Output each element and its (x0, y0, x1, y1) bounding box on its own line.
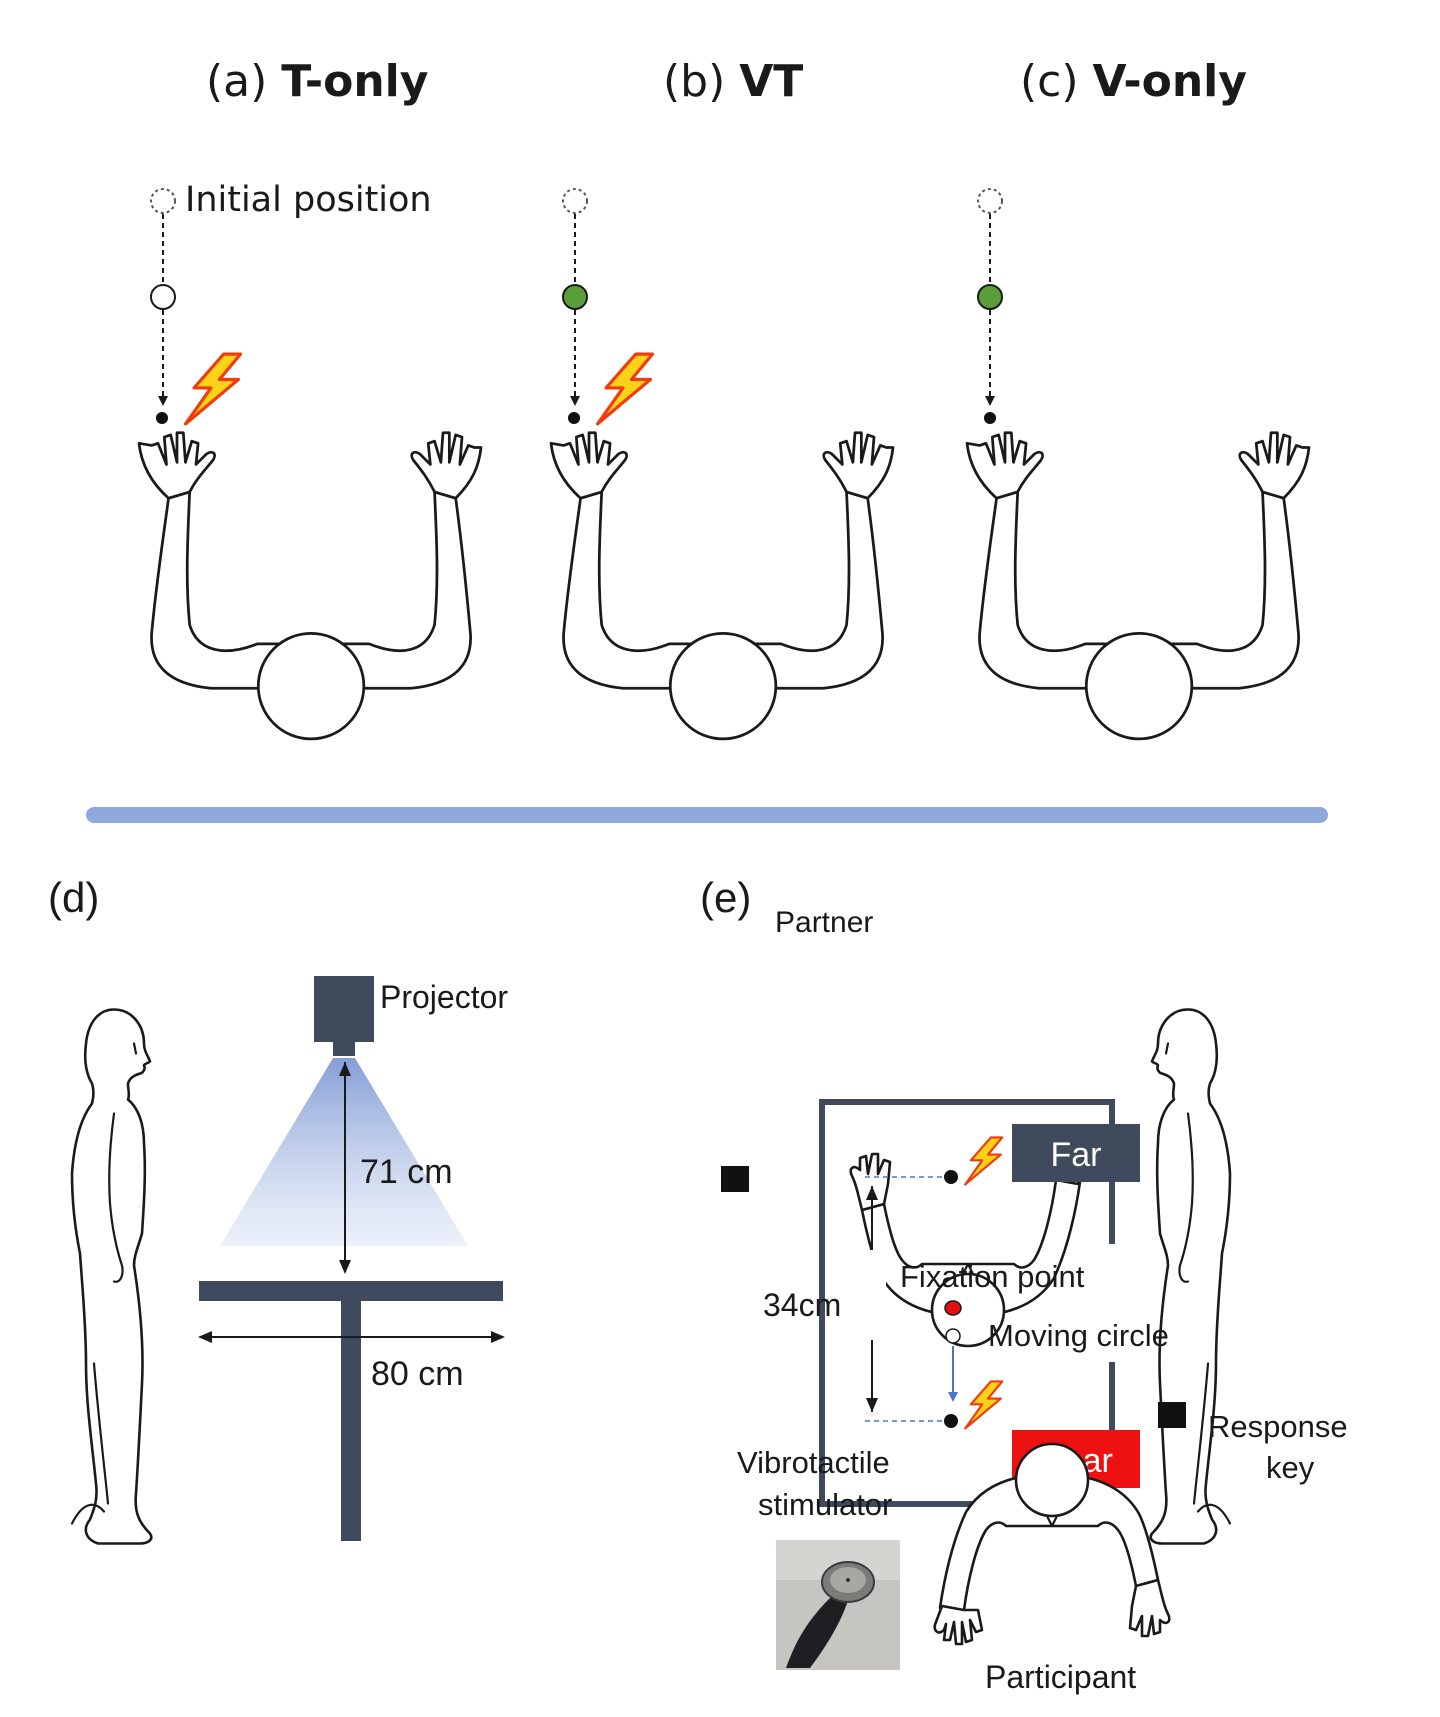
projector-lens (333, 1042, 355, 1056)
participant-label: Participant (985, 1659, 1136, 1695)
response-key-label-line1: Response (1208, 1409, 1348, 1444)
photo-disc-center (846, 1578, 850, 1582)
far-box (1012, 1124, 1140, 1182)
height-label: 71 cm (360, 1153, 453, 1191)
moving-circle (562, 284, 588, 310)
initial-position-dot (977, 188, 1003, 214)
participant-body (965, 431, 1311, 741)
moving-circle (945, 1328, 961, 1344)
moving-circle (977, 284, 1003, 310)
distance-label: 34cm (763, 1287, 841, 1323)
near-stimulus-icon (964, 1380, 1004, 1430)
width-arrow-right-head (491, 1331, 505, 1343)
participant-body (549, 431, 895, 741)
partner-response-key (721, 1166, 749, 1192)
tactile-stimulus-icon (183, 352, 243, 426)
panel-a-title: (a) T-only (206, 56, 428, 107)
near-stimulator-dot (944, 1414, 958, 1428)
fixation-label: Fixation point (900, 1259, 1085, 1294)
target-dot (156, 412, 168, 424)
panel-b-vt: (b) VT (549, 56, 895, 741)
right-person-figure (1149, 1008, 1232, 1545)
panel-d-label: (d) (48, 874, 99, 921)
height-arrow-bottom-head (339, 1260, 351, 1274)
far-stimulus-icon (964, 1136, 1004, 1186)
photo-cable (786, 1593, 848, 1668)
partner-label: Partner (775, 906, 873, 939)
participant-body (137, 431, 483, 741)
stimulator-label-line1: Vibrotactile (737, 1445, 890, 1480)
moving-circle-label: Moving circle (988, 1318, 1169, 1353)
tactile-stimulus-icon (595, 352, 655, 426)
height-arrow-top-head (339, 1062, 351, 1076)
panel-b-title: (b) VT (663, 56, 803, 107)
target-dot (984, 412, 996, 424)
participant-response-key (1158, 1402, 1186, 1428)
table-leg (341, 1301, 361, 1541)
width-label: 80 cm (371, 1355, 464, 1393)
panel-c-v-only: (c) V-only (965, 56, 1311, 741)
initial-position-label: Initial position (185, 180, 432, 220)
table-top (199, 1281, 503, 1301)
stimulator-label-line2: stimulator (758, 1487, 892, 1522)
panel-a-t-only: (a) T-only Initial position (137, 56, 483, 741)
target-dot (568, 412, 580, 424)
left-person-figure (70, 1008, 153, 1545)
moving-circle (150, 284, 176, 310)
response-key-label-line2: key (1266, 1450, 1315, 1485)
initial-position-dot (562, 188, 588, 214)
distance-arrow-top-head (866, 1186, 878, 1200)
width-arrow-left-head (198, 1331, 212, 1343)
panel-e-label: (e) (700, 874, 751, 921)
panel-c-title: (c) V-only (1020, 56, 1247, 107)
distance-label-backdrop (860, 1250, 886, 1340)
panel-e-setup-top-view: (e) Partner Far 34cm Fixation point Movi… (700, 874, 1348, 1695)
projector-body (314, 976, 374, 1042)
fixation-point (944, 1300, 962, 1316)
far-stimulator-dot (944, 1170, 958, 1184)
initial-position-dot (150, 188, 176, 214)
distance-arrow-bottom-head (866, 1398, 878, 1412)
panel-d-setup-side-view: (d) Projector 71 cm 80 cm (48, 874, 1232, 1545)
projector-label: Projector (380, 979, 508, 1015)
far-label: Far (1051, 1136, 1102, 1174)
stimulator-photo (776, 1540, 900, 1670)
